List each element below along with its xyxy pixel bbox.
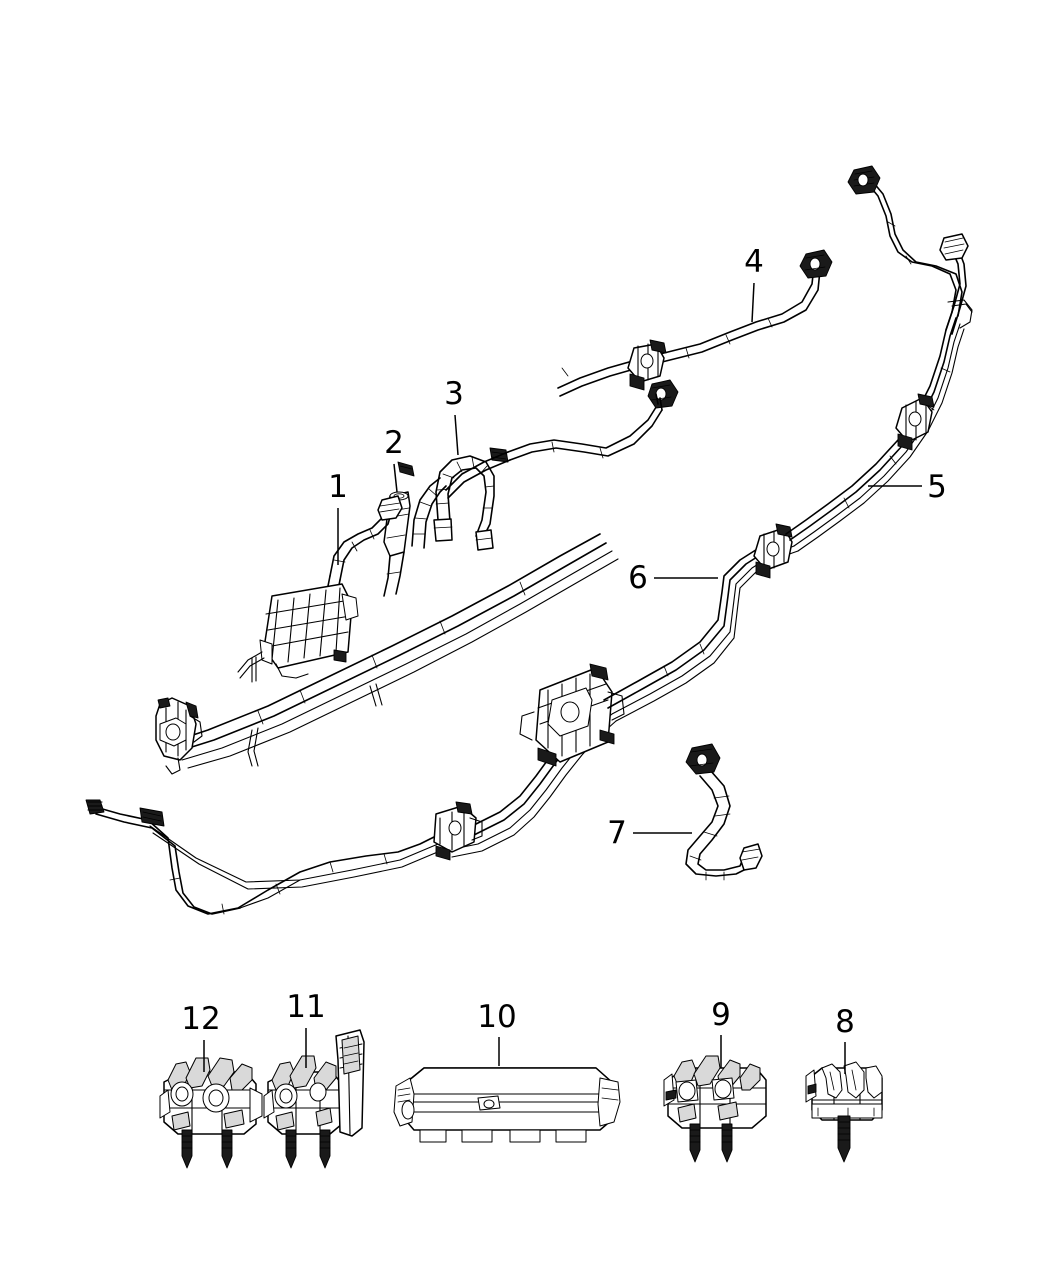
bracketed-multi-line-clip: [263, 1029, 365, 1169]
callout-12-number: 12: [181, 1001, 220, 1037]
main-line-channel-retainer: [259, 583, 359, 679]
center-fuel-line-bundle: [603, 533, 799, 722]
clip-pin-right: [721, 1123, 733, 1163]
callout-10-number: 10: [477, 999, 516, 1035]
callout-4-leader: [751, 282, 755, 323]
lower-main-line-run: [171, 533, 619, 769]
clip-on-center-run: [753, 523, 793, 579]
callout-7-number: 7: [607, 815, 627, 851]
callout-3-leader: [454, 414, 459, 456]
clip-pin-center: [837, 1115, 851, 1163]
callout-9: 9: [711, 997, 731, 1068]
callout-3-number: 3: [444, 376, 464, 412]
z-hose-connector-head: [685, 743, 721, 775]
clip-pin-left: [689, 1123, 701, 1163]
corrugated-hose-left: [397, 461, 447, 549]
top-right-connector-head: [847, 165, 881, 195]
upper-vapor-line: [557, 249, 833, 397]
callout-2-leader: [393, 463, 398, 493]
callout-3: 3: [444, 376, 464, 456]
mid-run-clip-block: [433, 801, 483, 861]
callout-9-number: 9: [711, 997, 731, 1033]
callout-6: 6: [628, 560, 718, 596]
callout-4-number: 4: [744, 244, 764, 280]
clip-pin-right: [319, 1129, 331, 1169]
callout-11-number: 11: [286, 989, 325, 1025]
callout-1: 1: [328, 469, 348, 565]
corrugated-jumper-hose: [433, 455, 495, 551]
upper-right-stub-connector: [939, 233, 969, 261]
clip-pin-right: [221, 1129, 233, 1169]
callout-4: 4: [744, 244, 764, 323]
clip-on-vapor-line: [627, 339, 667, 391]
long-channel-line-retainer: [393, 1067, 621, 1143]
callout-8: 8: [835, 1004, 855, 1074]
single-two-way-pin-clip: [805, 1061, 883, 1163]
retainer-branch: [237, 651, 265, 683]
callout-6-number: 6: [628, 560, 648, 596]
callout-5: 5: [868, 469, 947, 505]
callout-7: 7: [607, 815, 692, 851]
main-line-assembly: [85, 165, 973, 915]
lower-left-branch: [85, 799, 441, 915]
vapor-line-connector-head: [799, 249, 833, 279]
callout-11: 11: [286, 989, 326, 1068]
center-clip-assembly: [519, 663, 625, 767]
left-end-connector-cluster: [155, 697, 203, 775]
callout-2-number: 2: [384, 425, 404, 461]
callout-layer: 1 2 3 4 5 6 7 8: [181, 244, 947, 1074]
callout-8-number: 8: [835, 1004, 855, 1040]
callout-2: 2: [384, 425, 404, 493]
callout-5-number: 5: [927, 469, 947, 505]
hardware-parts-row: [159, 1029, 883, 1169]
upper-right-routing: [847, 165, 973, 335]
multi-line-pin-clip: [663, 1055, 767, 1163]
callout-12: 12: [181, 1001, 221, 1072]
callout-10: 10: [477, 999, 517, 1066]
multi-line-clip: [159, 1057, 263, 1169]
clip-pin-left: [181, 1129, 193, 1169]
short-z-bend-hose: [685, 743, 763, 881]
clip-on-right-run: [895, 393, 935, 451]
clip-pin-left: [285, 1129, 297, 1169]
callout-1-number: 1: [328, 469, 348, 505]
